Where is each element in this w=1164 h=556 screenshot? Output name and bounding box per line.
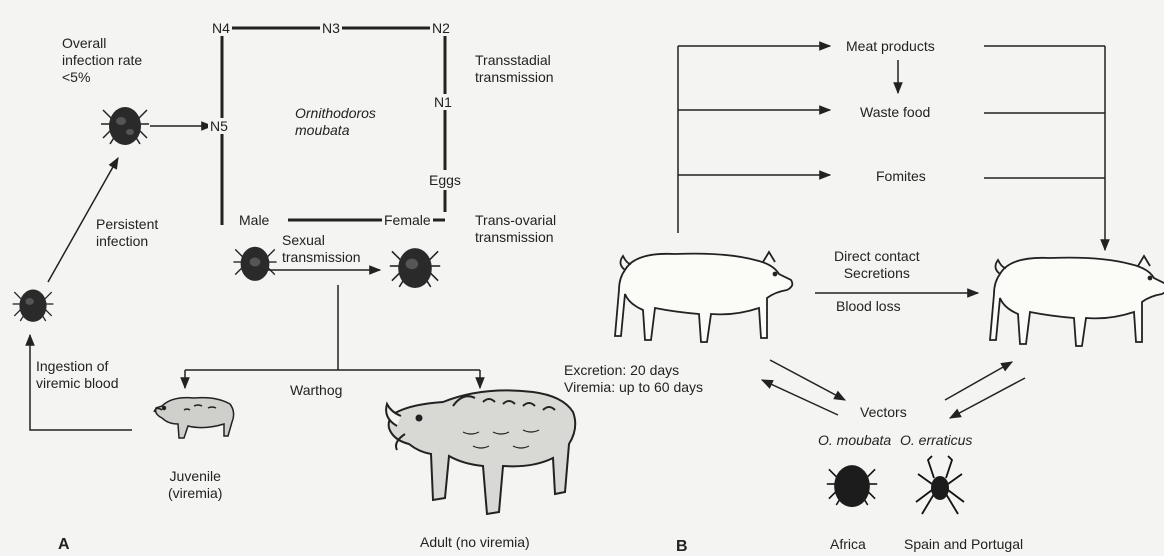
persistent-infection-label: Persistent infection: [96, 216, 158, 250]
o-erraticus-label: O. erraticus: [900, 432, 972, 449]
node-n5: N5: [208, 118, 230, 134]
transstadial-label: Transstadial transmission: [475, 52, 554, 86]
transovarial-label: Trans-ovarial transmission: [475, 212, 556, 246]
direct-contact-label: Direct contact Secretions: [834, 248, 920, 282]
tick-species-label: Ornithodoros moubata: [295, 105, 376, 139]
node-eggs: Eggs: [427, 172, 463, 188]
node-n3: N3: [320, 20, 342, 36]
warthog-label: Warthog: [290, 382, 342, 399]
tick-icon: [827, 465, 877, 507]
tick-icon: [916, 456, 964, 514]
panel-a-letter: A: [58, 536, 70, 554]
spain-portugal-label: Spain and Portugal: [904, 536, 1023, 553]
node-n2: N2: [430, 20, 452, 36]
tick-icon: [13, 290, 54, 322]
blood-loss-label: Blood loss: [836, 298, 901, 315]
waste-food-label: Waste food: [860, 104, 930, 121]
warthog-icon: [386, 390, 575, 514]
excretion-label: Excretion: 20 days Viremia: up to 60 day…: [564, 362, 703, 396]
africa-label: Africa: [830, 536, 866, 553]
pig-icon: [615, 252, 792, 342]
warthog-branch: [185, 285, 480, 388]
source-branch: [678, 46, 1105, 250]
tick-icon: [390, 248, 440, 288]
adult-label: Adult (no viremia): [420, 534, 530, 551]
sexual-transmission-label: Sexual transmission: [282, 232, 361, 266]
node-male: Male: [237, 212, 271, 228]
meat-products-label: Meat products: [846, 38, 935, 55]
ingestion-label: Ingestion of viremic blood: [36, 358, 118, 392]
panel-b-letter: B: [676, 538, 688, 556]
infection-rate-label: Overall infection rate <5%: [62, 35, 142, 86]
tick-icon: [233, 247, 276, 281]
vectors-label: Vectors: [860, 404, 907, 421]
fomites-label: Fomites: [876, 168, 926, 185]
o-moubata-label: O. moubata: [818, 432, 891, 449]
node-female: Female: [382, 212, 433, 228]
warthog-icon: [154, 398, 234, 438]
node-n1: N1: [432, 94, 454, 110]
juvenile-label: Juvenile (viremia): [168, 468, 222, 502]
node-n4: N4: [210, 20, 232, 36]
tick-icon: [101, 107, 149, 145]
pig-icon: [990, 256, 1164, 346]
